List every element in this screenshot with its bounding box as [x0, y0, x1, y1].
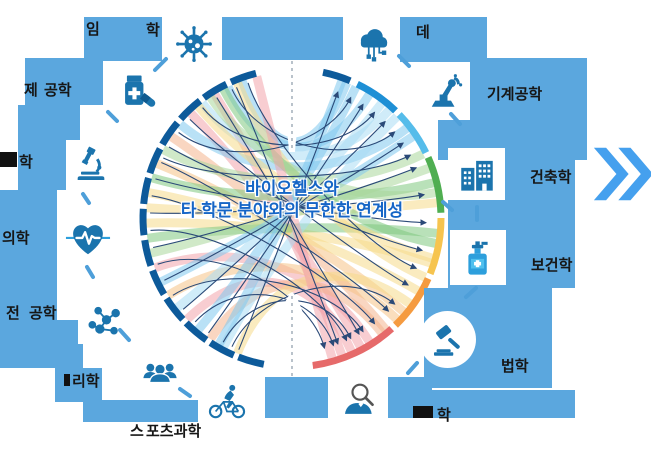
- rect-bottom-left: [83, 400, 198, 422]
- label-publichealth: 보건학: [531, 257, 573, 274]
- chord-diagram: [132, 56, 452, 380]
- virus-icon: [167, 17, 221, 71]
- label-pharma-rest: 공학: [44, 82, 72, 99]
- label-clinical-first: 임: [86, 21, 100, 38]
- chord-rim-segments: [139, 68, 445, 369]
- text-fragment-blob: [0, 152, 17, 167]
- rect-left-5: [55, 368, 102, 402]
- label-medicine: 의학: [2, 230, 30, 247]
- label-bio-last: 학: [19, 154, 33, 171]
- rect-bottom-right: [430, 390, 575, 418]
- label-sports-first: 스: [130, 423, 144, 440]
- chord-arrow-lines: [150, 82, 427, 350]
- rect-left-4: [0, 320, 83, 368]
- rect-top-left: [84, 17, 162, 61]
- rect-left-3: [0, 190, 57, 322]
- center-title: 바이오헬스와 타 학문 분야와의 무한한 연계성: [167, 178, 417, 222]
- label-electronics-rest: 공학: [29, 305, 57, 322]
- next-chevron-icon[interactable]: [592, 146, 651, 202]
- label-electronics-first: 전: [6, 305, 20, 322]
- robot-arm-icon: [417, 62, 470, 120]
- rect-left-1: [25, 58, 103, 105]
- label-sports-hidden: 포츠과학: [146, 423, 202, 440]
- label-law: 법학: [501, 358, 529, 375]
- text-fragment-blob: [413, 406, 433, 418]
- center-title-line1: 바이오헬스와: [245, 179, 339, 198]
- person-magnifier-icon: [333, 375, 386, 421]
- text-fragment-blob: [64, 374, 70, 386]
- label-society-last: 학: [437, 407, 451, 424]
- rect-top-right: [400, 17, 487, 62]
- label-architecture: 건축학: [530, 169, 572, 186]
- sanitizer-icon: [450, 230, 506, 285]
- bottom-arch: [271, 294, 313, 380]
- building-icon: [448, 148, 505, 200]
- heart-ekg-icon: [58, 208, 117, 265]
- label-clinical-last: 학: [146, 22, 160, 39]
- label-psychology-partial: 리학: [72, 373, 100, 390]
- microscope-icon: [66, 140, 115, 190]
- label-pharma-first: 제: [24, 82, 38, 99]
- rect-top-center: [222, 17, 343, 60]
- cloud-network-icon: [348, 17, 400, 71]
- gavel-icon: [419, 311, 476, 368]
- molecule-icon: [78, 294, 130, 344]
- label-mechanical: 기계공학: [487, 86, 543, 103]
- people-icon: [131, 343, 188, 400]
- label-data-first: 데: [416, 24, 430, 41]
- center-title-line2: 타 학문 분야와의 무한한 연계성: [180, 201, 404, 220]
- rect-bottom-1: [265, 377, 328, 418]
- bicycle-icon: [202, 377, 252, 425]
- pill-bottle-icon: [107, 63, 167, 120]
